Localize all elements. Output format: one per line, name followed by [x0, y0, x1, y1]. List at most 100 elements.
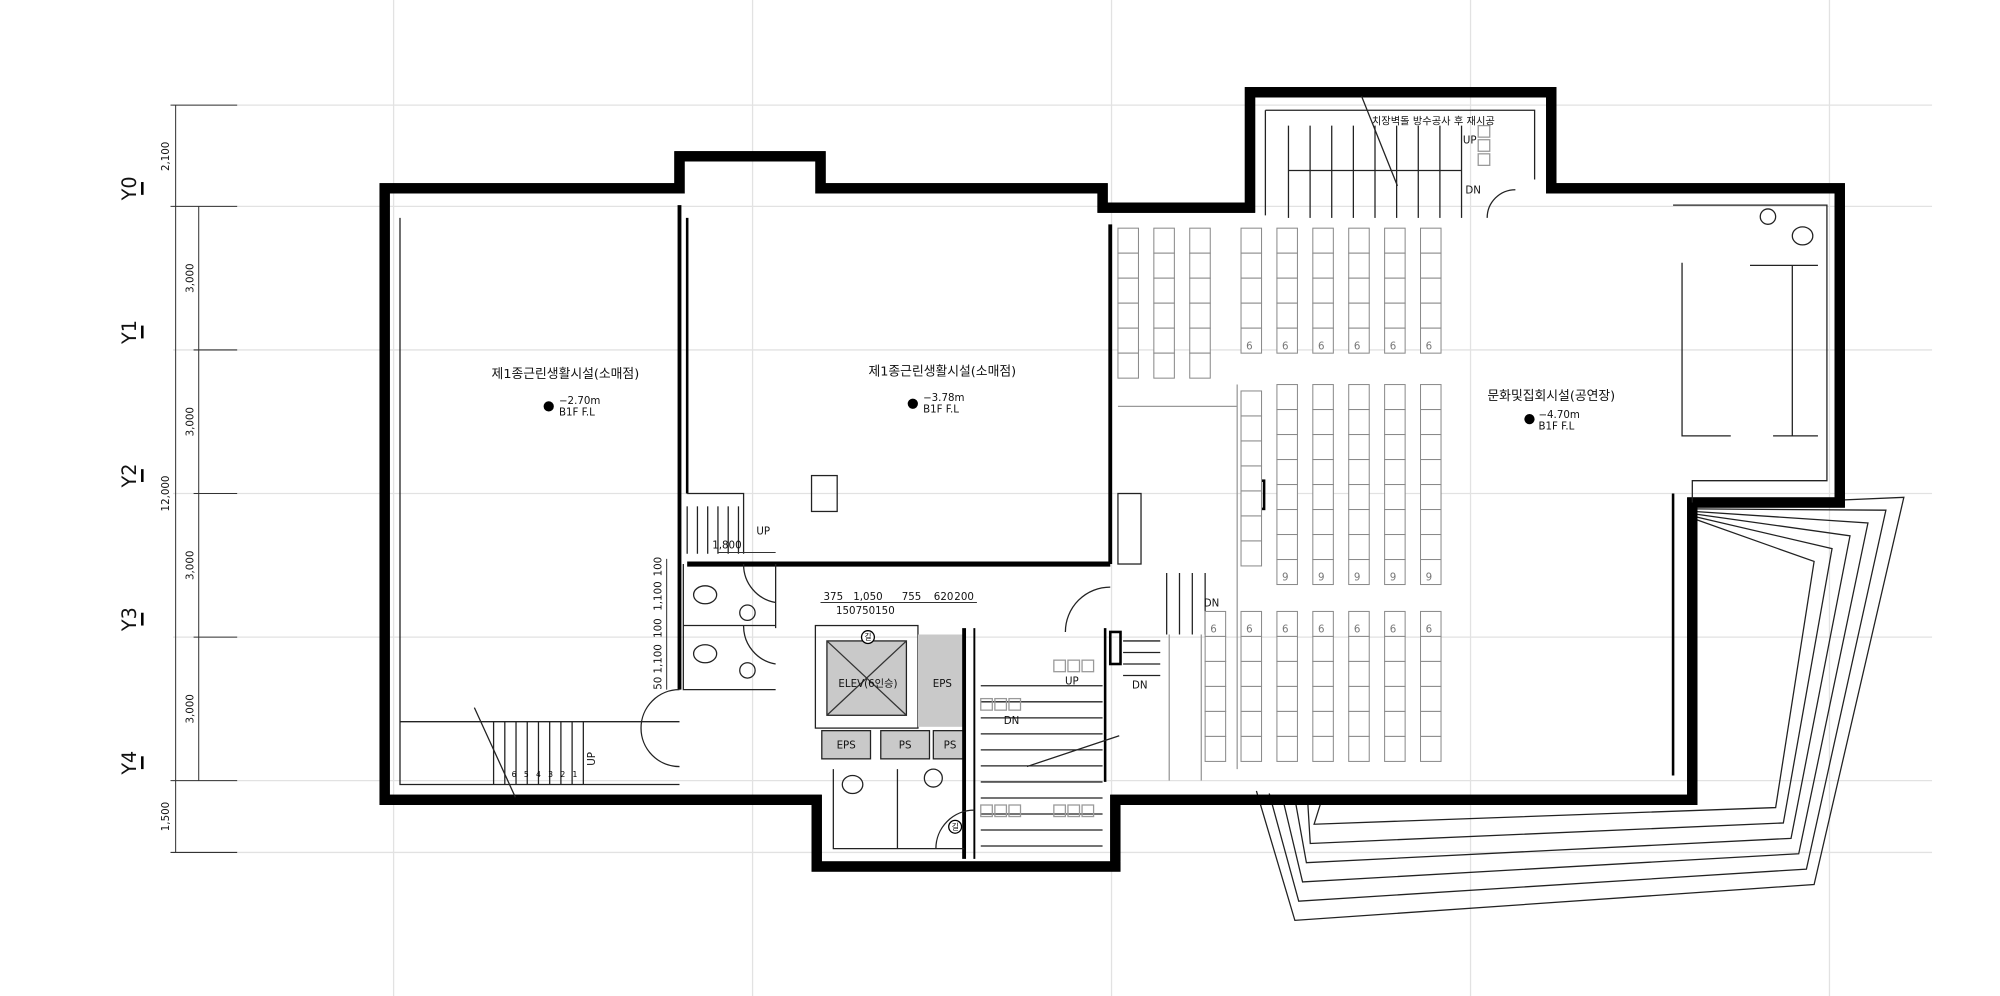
dim-stair-width: 1,800 — [712, 540, 741, 552]
amphitheater-step — [1268, 508, 1887, 902]
dim-vertical: 100 — [653, 557, 665, 577]
seat — [1312, 559, 1334, 586]
seat — [1348, 635, 1370, 662]
seat-row-number: 9 — [1354, 572, 1361, 584]
seat — [1276, 660, 1298, 687]
seat — [1348, 227, 1370, 254]
axis-label-y3: Y3 — [118, 607, 141, 632]
seat — [1384, 384, 1406, 411]
seat — [1420, 459, 1442, 486]
eps-label: EPS — [837, 740, 856, 752]
seat — [1348, 409, 1370, 436]
amphitheater-step — [1307, 515, 1833, 845]
seat — [1384, 327, 1406, 354]
seat — [1117, 352, 1139, 379]
seat — [1348, 434, 1370, 461]
seat — [1276, 327, 1298, 354]
stair-block — [1477, 139, 1491, 152]
route-marker-icon — [948, 819, 963, 834]
dim-span-4: 3,000 — [185, 694, 197, 723]
step-number: 5 — [524, 770, 529, 779]
step-number: 6 — [512, 770, 517, 779]
dim-span-1: 3,000 — [185, 263, 197, 292]
seat — [1117, 252, 1139, 279]
core-dimensions: 1,800 375 1,050 755 620 200 150750150 10… — [653, 540, 977, 690]
seat-row-number: 6 — [1246, 340, 1253, 352]
ps-label: PS — [944, 740, 957, 752]
seat — [1348, 509, 1370, 536]
seat — [1384, 302, 1406, 329]
seat — [1312, 685, 1334, 712]
stair-block — [1081, 804, 1095, 818]
seat — [1117, 277, 1139, 304]
stair-cut-line — [1360, 95, 1399, 187]
dim-1050: 1,050 — [853, 591, 882, 603]
core-labels: ELEV(6인승) EPS EPS PS PS 길 길 — [837, 630, 963, 834]
seat — [1312, 327, 1334, 354]
room-name-retail-mid: 제1종근린생활시설(소매점) — [868, 365, 1016, 380]
seat — [1348, 685, 1370, 712]
dim-vertical: 1,100 — [653, 644, 665, 673]
stair-up-label: UP — [1463, 135, 1477, 147]
dim-755: 755 — [902, 591, 922, 603]
level-retail-left: −2.70m — [559, 395, 600, 407]
room-name-hall: 문화및집회시설(공연장) — [1487, 389, 1615, 404]
stair-block — [1053, 804, 1067, 818]
seat — [1348, 534, 1370, 561]
seat — [1420, 710, 1442, 737]
seat — [1240, 390, 1263, 417]
seat-row-number: 9 — [1282, 572, 1289, 584]
seat — [1384, 409, 1406, 436]
seat — [1420, 302, 1442, 329]
seat — [1276, 302, 1298, 329]
stair-block — [1067, 659, 1081, 673]
stair-up-label: UP — [586, 752, 598, 766]
seat — [1276, 434, 1298, 461]
interior-walls — [399, 205, 1818, 859]
seat — [1420, 227, 1442, 254]
room-name-retail-left: 제1종근린생활시설(소매점) — [492, 367, 640, 382]
level-hall: −4.70m — [1538, 409, 1579, 421]
seat — [1240, 465, 1263, 492]
stair-treads — [473, 95, 1491, 847]
stair-cut-line — [1026, 735, 1120, 768]
ps-label: PS — [899, 740, 912, 752]
seat — [1240, 515, 1263, 542]
step-number: 4 — [536, 770, 541, 779]
seat — [1240, 415, 1263, 442]
seat — [1240, 277, 1263, 304]
seat — [1240, 490, 1263, 517]
seat-row-number: 6 — [1354, 624, 1361, 636]
stair-block — [980, 697, 993, 711]
step-number: 1 — [573, 770, 578, 779]
seat-row-number: 6 — [1282, 624, 1289, 636]
amphitheater-step — [1313, 518, 1815, 825]
seat — [1153, 302, 1175, 329]
eps-label: EPS — [933, 678, 952, 690]
seat — [1189, 327, 1211, 354]
seat — [1189, 302, 1211, 329]
seat — [1348, 327, 1370, 354]
axis-dimensions: 2,100 12,000 1,500 3,000 3,000 3,000 3,0… — [118, 104, 238, 853]
seat — [1420, 685, 1442, 712]
seat — [1348, 384, 1370, 411]
stair-dn-label: DN — [1132, 679, 1148, 691]
route-marker: 길 — [864, 633, 871, 642]
seat — [1153, 252, 1175, 279]
level-marker-icon — [907, 398, 918, 409]
dim-vertical: 1,100 — [653, 581, 665, 610]
seat — [1312, 384, 1334, 411]
seat — [1312, 252, 1334, 279]
seat — [1384, 685, 1406, 712]
seat — [1384, 459, 1406, 486]
dim-total: 12,000 — [160, 476, 172, 512]
seat — [1240, 685, 1263, 712]
seat — [1384, 277, 1406, 304]
seat — [1312, 227, 1334, 254]
seat — [1117, 227, 1139, 254]
seat — [1276, 509, 1298, 536]
dim-span-2: 3,000 — [185, 407, 197, 436]
seat — [1204, 710, 1227, 737]
dim-span-3: 3,000 — [185, 551, 197, 580]
